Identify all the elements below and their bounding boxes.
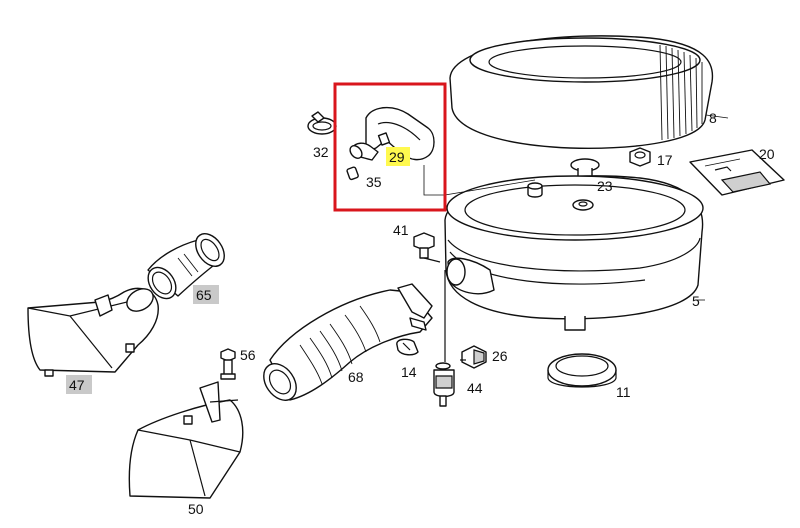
- part-47-air-duct: [27, 287, 159, 377]
- label-8: 8: [709, 110, 717, 126]
- part-56-bolt: [220, 348, 236, 380]
- part-11-seal-ring: [547, 353, 617, 388]
- part-8-filter-element: [449, 35, 729, 149]
- part-65-sleeve: [147, 233, 225, 300]
- label-47: 47: [69, 377, 85, 393]
- label-5: 5: [692, 293, 700, 309]
- part-14-clip: [396, 338, 419, 356]
- label-11: 11: [616, 384, 631, 400]
- label-35: 35: [366, 174, 382, 190]
- label-20: 20: [759, 146, 775, 162]
- label-41: 41: [393, 222, 409, 238]
- gray-tag-65: [193, 285, 219, 304]
- label-23: 23: [597, 178, 613, 194]
- label-65: 65: [196, 287, 212, 303]
- part-17-nut: [629, 147, 651, 167]
- gray-tag-47: [66, 375, 92, 394]
- highlight-box: [333, 82, 447, 212]
- part-44-valve: [433, 270, 455, 407]
- part-35-plug: [346, 166, 359, 181]
- part-50-duct: [128, 381, 244, 499]
- part-26-sensor: [460, 345, 487, 369]
- part-20-label-sticker: [689, 149, 785, 196]
- leader-line-29: [423, 165, 536, 196]
- part-41-bolt: [413, 232, 441, 263]
- label-56: 56: [240, 347, 256, 363]
- label-29: 29: [389, 149, 405, 165]
- part-32-hose-clamp: [307, 111, 337, 135]
- label-68: 68: [348, 369, 364, 385]
- label-17: 17: [657, 152, 673, 168]
- label-50: 50: [188, 501, 204, 517]
- part-29-breather-hose: [349, 107, 435, 161]
- part-5-filter-housing: [444, 175, 705, 331]
- part-68-intake-hose: [263, 283, 433, 401]
- label-44: 44: [467, 380, 483, 396]
- label-14: 14: [401, 364, 417, 380]
- highlight-label-bg: [386, 147, 410, 166]
- label-32: 32: [313, 144, 329, 160]
- label-26: 26: [492, 348, 508, 364]
